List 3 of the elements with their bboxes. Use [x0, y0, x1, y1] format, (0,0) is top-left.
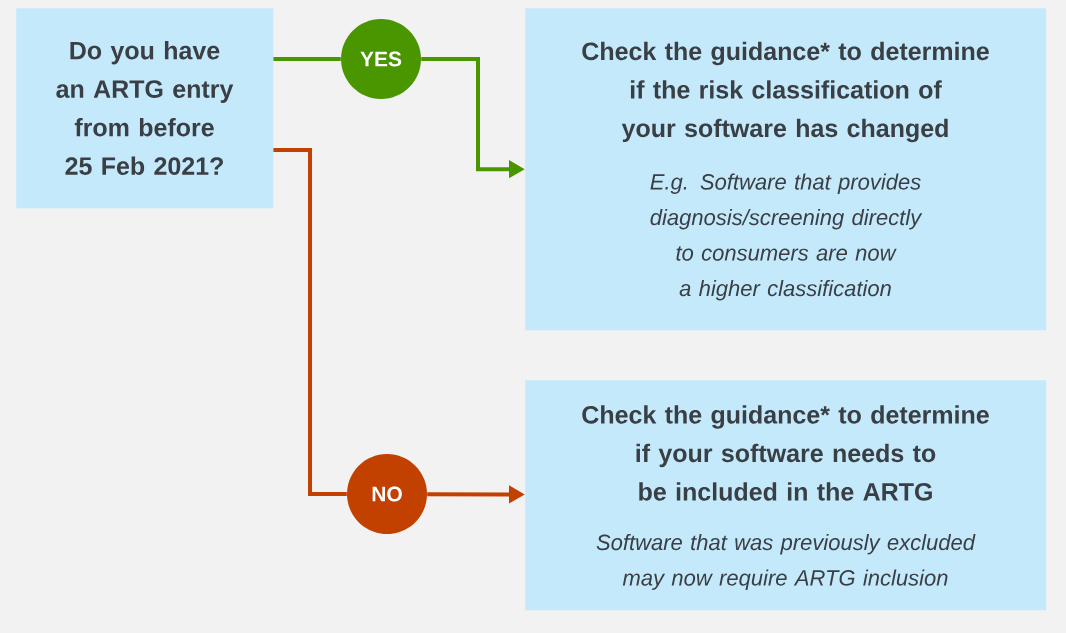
process-box: Check the guidance* to determine if the risk classification of your software has changed E.g. Software that provides diagnosis/screening directly to consumers are now a higher classification — [525, 8, 1047, 331]
process-box: Check the guidance* to determine if your software needs to be included in the ARTG Software that was previously excluded may now require ARTG inclusion — [525, 380, 1047, 611]
question-box: Do you have an ARTG entry from before 25 Feb 2021? — [16, 8, 274, 209]
